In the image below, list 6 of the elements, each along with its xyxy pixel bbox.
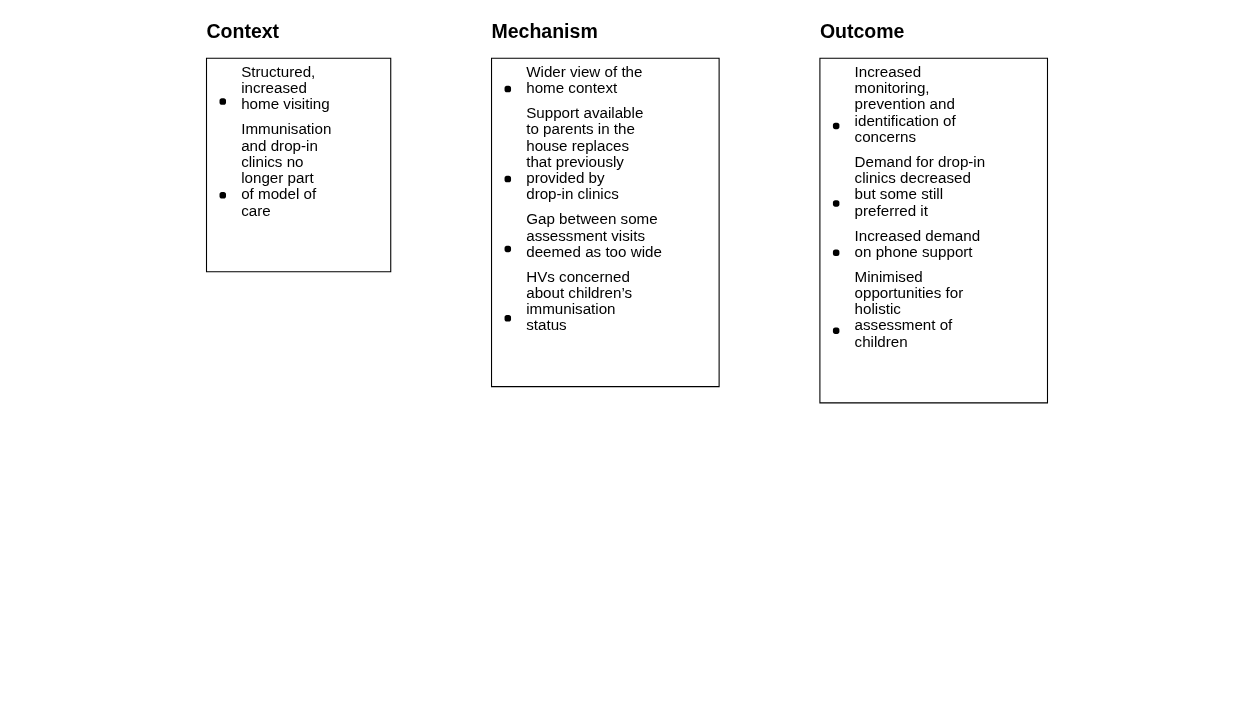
- node-label: Outcome: [819, 20, 905, 43]
- node-box: Wider view of the home context Support available to parents in the house replaces that previously provided by drop-in clinics Gap between some assessment visits deemed as too wide HVs concerned about children’s immunisation status: [491, 57, 720, 388]
- node-box: Increased monitoring, prevention and identification of concerns Demand for drop-in clinics decreased but some still preferred it Increased demand on phone support Minimised opportunities for holistic assessment of children: [819, 57, 1049, 404]
- node-box: Structured, increased home visiting Immunisation and drop-in clinics no longer part of model of care: [205, 57, 392, 273]
- node-label: Context: [206, 20, 280, 43]
- node-label: Mechanism: [491, 20, 598, 43]
